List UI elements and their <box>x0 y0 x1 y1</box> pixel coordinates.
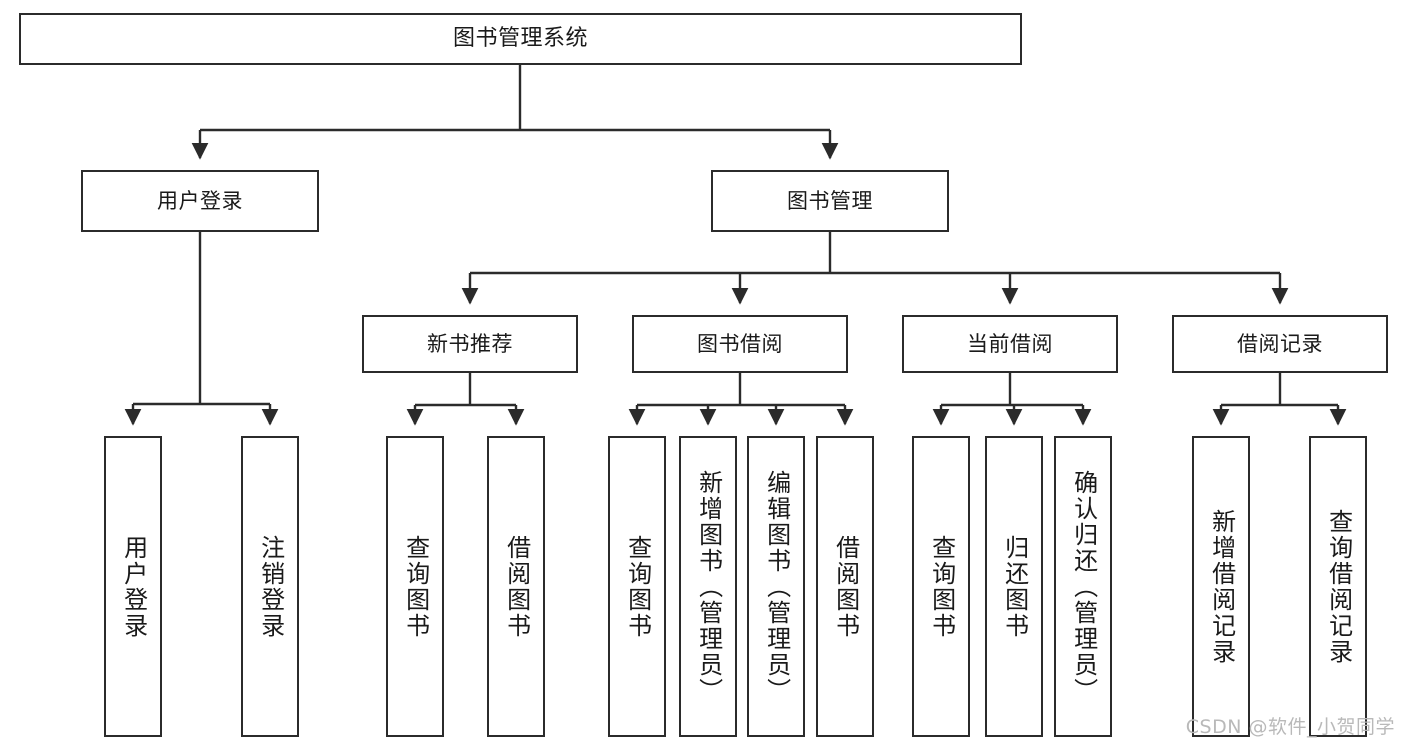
node-label: 借阅图书 <box>831 534 860 639</box>
leaf-user-logout[interactable]: 注销登录 <box>241 436 299 737</box>
node-label: 图书管理 <box>787 188 873 213</box>
node-new-book-recommend[interactable]: 新书推荐 <box>362 315 578 373</box>
node-label: 图书借阅 <box>697 331 783 356</box>
node-label: 确认归还（管理员） <box>1069 469 1098 704</box>
node-label: 注销登录 <box>256 534 285 639</box>
node-label: 当前借阅 <box>967 331 1053 356</box>
csdn-watermark: CSDN @软件_小贺同学 <box>1185 716 1395 738</box>
node-label: 编辑图书（管理员） <box>762 469 791 704</box>
node-book-borrow[interactable]: 图书借阅 <box>632 315 848 373</box>
node-root-book-management-system[interactable]: 图书管理系统 <box>19 13 1022 65</box>
node-borrow-record[interactable]: 借阅记录 <box>1172 315 1388 373</box>
node-label: 用户登录 <box>119 534 148 639</box>
node-book-management[interactable]: 图书管理 <box>711 170 949 232</box>
leaf-add-book-admin[interactable]: 新增图书（管理员） <box>679 436 737 737</box>
node-label: 查询图书 <box>623 534 652 639</box>
leaf-query-book-recommend[interactable]: 查询图书 <box>386 436 444 737</box>
node-label: 用户登录 <box>157 188 243 213</box>
leaf-query-borrow-record[interactable]: 查询借阅记录 <box>1309 436 1367 737</box>
node-label: 新增图书（管理员） <box>694 469 723 704</box>
node-label: 新书推荐 <box>427 331 513 356</box>
leaf-user-login[interactable]: 用户登录 <box>104 436 162 737</box>
node-label: 借阅图书 <box>502 534 531 639</box>
node-user-login[interactable]: 用户登录 <box>81 170 319 232</box>
node-label: 新增借阅记录 <box>1207 508 1236 665</box>
leaf-borrow-book-borrow[interactable]: 借阅图书 <box>816 436 874 737</box>
node-label: 查询图书 <box>401 534 430 639</box>
leaf-confirm-return-admin[interactable]: 确认归还（管理员） <box>1054 436 1112 737</box>
node-label: 查询借阅记录 <box>1324 508 1353 665</box>
leaf-edit-book-admin[interactable]: 编辑图书（管理员） <box>747 436 805 737</box>
leaf-borrow-book-recommend[interactable]: 借阅图书 <box>487 436 545 737</box>
node-label: 归还图书 <box>1000 534 1029 639</box>
node-label: 查询图书 <box>927 534 956 639</box>
leaf-add-borrow-record[interactable]: 新增借阅记录 <box>1192 436 1250 737</box>
node-current-borrow[interactable]: 当前借阅 <box>902 315 1118 373</box>
leaf-query-book-current[interactable]: 查询图书 <box>912 436 970 737</box>
leaf-query-book-borrow[interactable]: 查询图书 <box>608 436 666 737</box>
node-label: 借阅记录 <box>1237 331 1323 356</box>
node-label: 图书管理系统 <box>452 26 588 52</box>
leaf-return-book[interactable]: 归还图书 <box>985 436 1043 737</box>
